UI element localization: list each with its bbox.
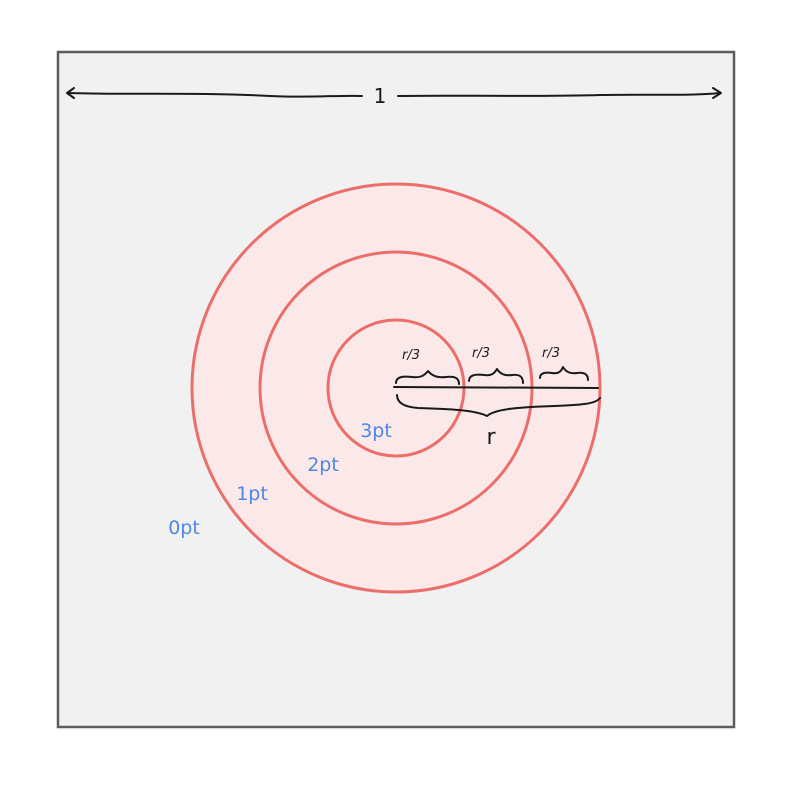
segment-brace-2 <box>468 368 524 384</box>
radius-label: r <box>486 425 496 450</box>
segment-brace-3 <box>539 366 589 381</box>
segment-label-3: r/3 <box>542 346 560 361</box>
width-arrow-left-line <box>67 92 363 98</box>
width-label: 1 <box>374 84 387 108</box>
radius-brace <box>396 394 601 417</box>
width-arrow-left-head <box>66 87 75 99</box>
width-arrow-right-line <box>397 92 721 97</box>
score-label-middle: 2pt <box>307 454 339 476</box>
radius-line <box>393 386 599 389</box>
score-label-outer: 1pt <box>236 483 268 505</box>
segment-label-1: r/3 <box>402 348 420 363</box>
radius-annotation: r/3 r/3 r/3 r <box>393 346 601 450</box>
score-label-outside: 0pt <box>168 517 200 539</box>
score-label-inner: 3pt <box>360 420 392 442</box>
width-arrow-right-head <box>712 87 722 99</box>
segment-brace-1 <box>395 370 460 385</box>
width-dimension: 1 <box>66 84 722 108</box>
segment-label-2: r/3 <box>472 346 490 361</box>
score-labels: 3pt 2pt 1pt 0pt <box>168 420 392 539</box>
